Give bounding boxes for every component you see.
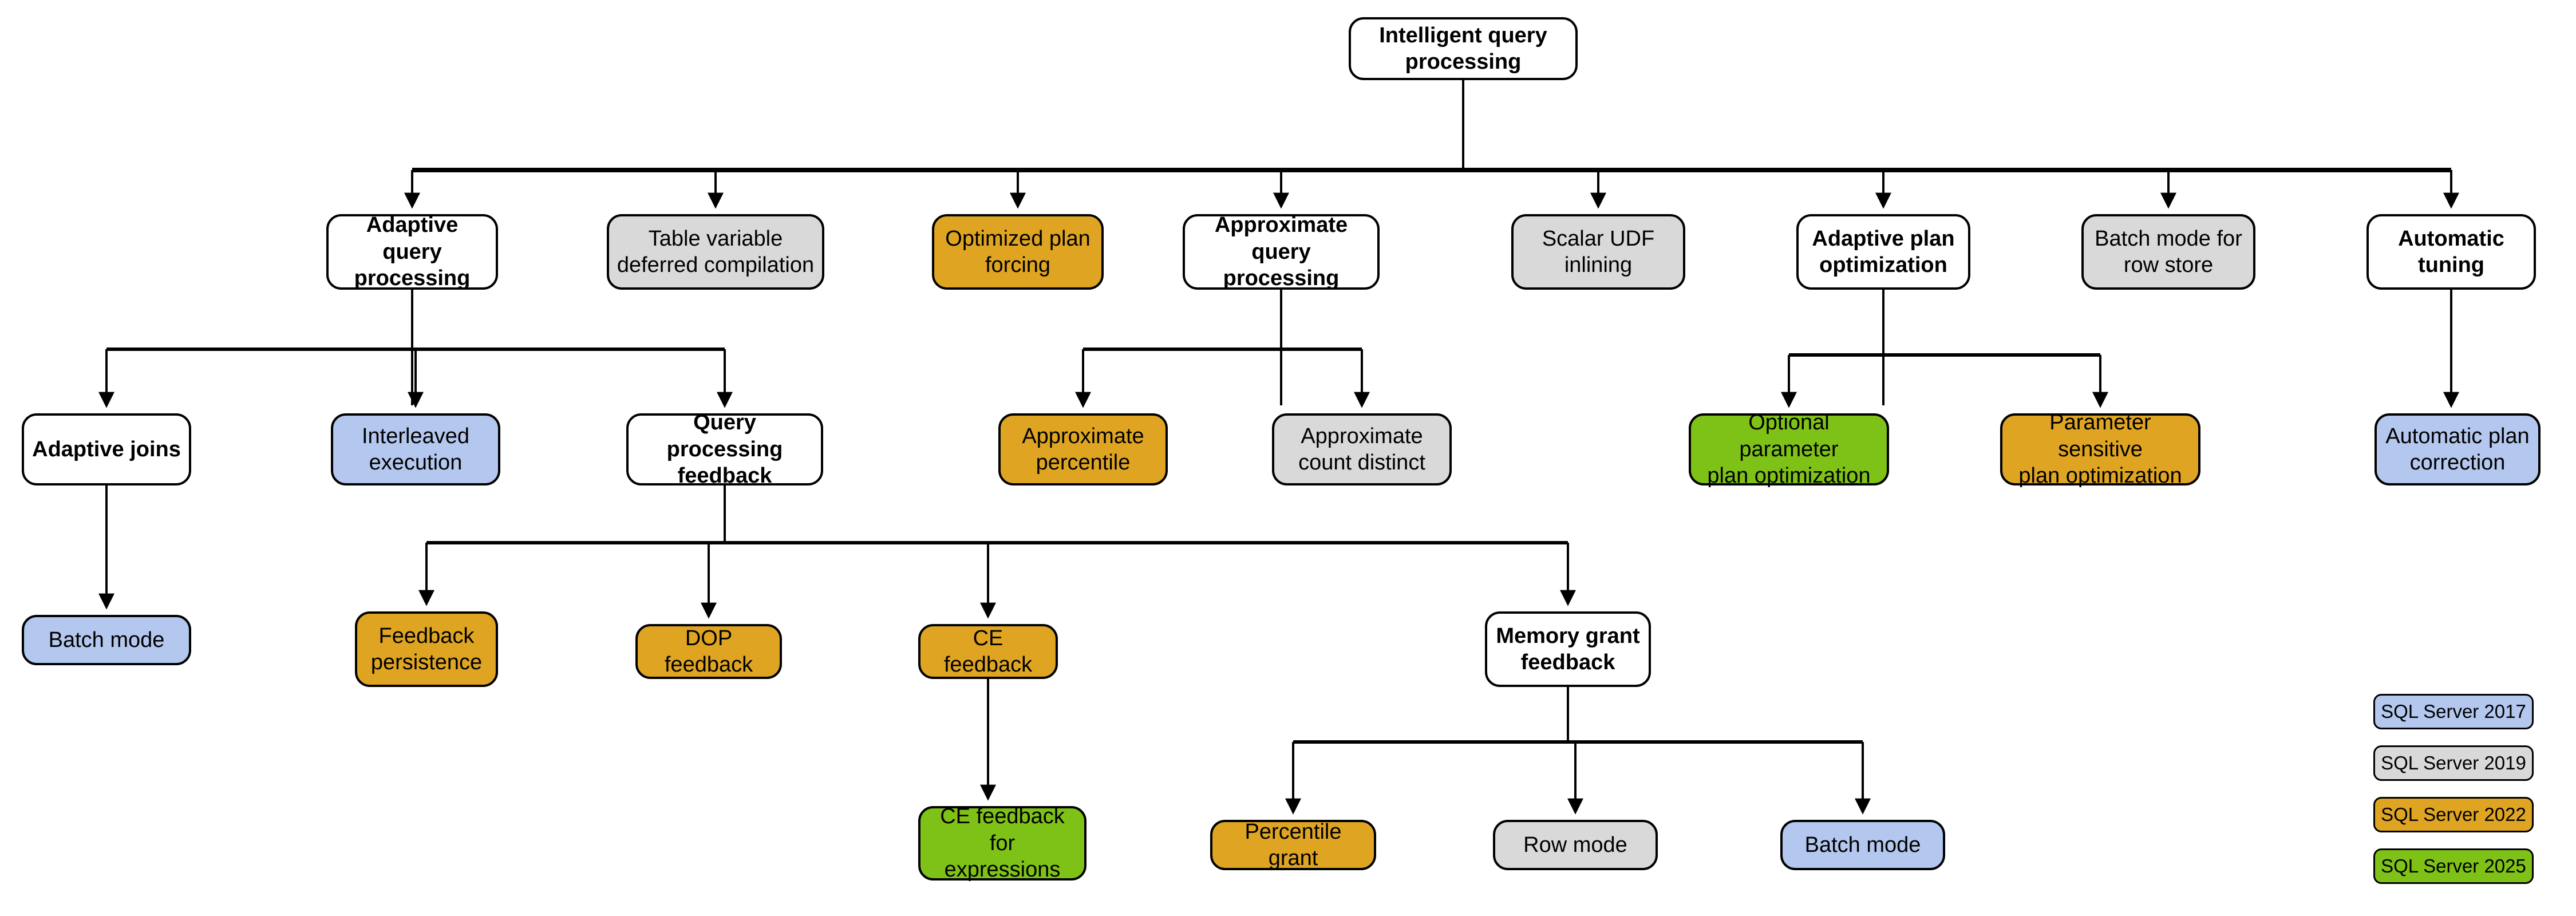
node-query-processing-feedback[interactable]: Query processing feedback — [626, 410, 823, 488]
legend-item-sql-server-2025: SQL Server 2025 — [2373, 848, 2534, 884]
node-row-mode[interactable]: Row mode — [1493, 820, 1658, 870]
node-label: Percentile grant — [1244, 819, 1342, 870]
node-label: Adaptive query processing — [354, 213, 471, 291]
node-adaptive-query-processing[interactable]: Adaptive query processing — [326, 213, 498, 291]
node-adaptive-joins[interactable]: Adaptive joins — [22, 413, 191, 485]
node-percentile-grant[interactable]: Percentile grant — [1210, 820, 1376, 870]
node-label: Memory grant feedback — [1496, 623, 1640, 674]
node-memory-grant-feedback[interactable]: Memory grant feedback — [1485, 611, 1651, 687]
legend-item-sql-server-2019: SQL Server 2019 — [2373, 745, 2534, 781]
node-optional-parameter-plan-optimization[interactable]: Optional parameter plan optimization — [1689, 410, 1889, 488]
node-batch-mode-adaptive-joins[interactable]: Batch mode — [22, 615, 191, 665]
node-approximate-query-processing[interactable]: Approximate query processing — [1183, 213, 1380, 291]
node-ce-feedback[interactable]: CE feedback — [918, 624, 1058, 679]
node-interleaved-execution[interactable]: Interleaved execution — [331, 413, 500, 485]
node-label: CE feedback — [943, 626, 1033, 677]
node-automatic-tuning[interactable]: Automatic tuning — [2366, 214, 2536, 290]
node-label: Scalar UDF inlining — [1542, 226, 1655, 277]
node-label: Parameter sensitive plan optimization — [2018, 410, 2182, 488]
node-batch-mode-memory-grant[interactable]: Batch mode — [1780, 820, 1945, 870]
node-ce-feedback-for-expressions[interactable]: CE feedback for expressions — [918, 804, 1086, 882]
node-label: Optimized plan forcing — [945, 226, 1091, 277]
node-feedback-persistence[interactable]: Feedback persistence — [355, 611, 498, 687]
node-label: DOP feedback — [664, 626, 753, 677]
node-label: Intelligent query processing — [1379, 23, 1547, 74]
node-label: Approximate percentile — [1022, 424, 1144, 475]
node-label: Approximate query processing — [1214, 213, 1348, 291]
node-label: Batch mode for row store — [2095, 226, 2242, 277]
node-label: Batch mode — [1804, 832, 1921, 857]
legend-label: SQL Server 2017 — [2381, 701, 2526, 722]
node-label: Approximate count distinct — [1298, 424, 1425, 475]
node-approximate-percentile[interactable]: Approximate percentile — [998, 413, 1168, 485]
node-label: Adaptive joins — [32, 437, 181, 461]
node-label: Query processing feedback — [666, 410, 783, 488]
node-optimized-plan-forcing[interactable]: Optimized plan forcing — [932, 214, 1104, 290]
legend-label: SQL Server 2019 — [2381, 752, 2526, 773]
node-batch-mode-for-row-store[interactable]: Batch mode for row store — [2081, 214, 2255, 290]
node-automatic-plan-correction[interactable]: Automatic plan correction — [2374, 413, 2541, 485]
node-approximate-count-distinct[interactable]: Approximate count distinct — [1272, 413, 1452, 485]
node-label: Table variable deferred compilation — [617, 226, 815, 277]
legend-label: SQL Server 2022 — [2381, 804, 2526, 825]
node-label: Automatic tuning — [2398, 226, 2504, 277]
node-label: CE feedback for expressions — [940, 804, 1065, 882]
node-label: Automatic plan correction — [2385, 424, 2530, 475]
node-label: Batch mode — [48, 627, 165, 652]
legend-item-sql-server-2017: SQL Server 2017 — [2373, 694, 2534, 729]
node-label: Interleaved execution — [361, 424, 469, 475]
node-label: Optional parameter plan optimization — [1707, 410, 1871, 488]
node-table-variable-deferred-compilation[interactable]: Table variable deferred compilation — [607, 214, 824, 290]
node-label: Row mode — [1523, 832, 1627, 857]
node-adaptive-plan-optimization[interactable]: Adaptive plan optimization — [1796, 214, 1970, 290]
legend-label: SQL Server 2025 — [2381, 855, 2526, 876]
node-dop-feedback[interactable]: DOP feedback — [635, 624, 782, 679]
legend-item-sql-server-2022: SQL Server 2022 — [2373, 797, 2534, 832]
node-label: Feedback persistence — [370, 623, 483, 674]
node-parameter-sensitive-plan-optimization[interactable]: Parameter sensitive plan optimization — [2000, 410, 2200, 488]
node-label: Adaptive plan optimization — [1812, 226, 1955, 277]
node-scalar-udf-inlining[interactable]: Scalar UDF inlining — [1511, 214, 1685, 290]
node-intelligent-query-processing[interactable]: Intelligent query processing — [1349, 17, 1578, 80]
